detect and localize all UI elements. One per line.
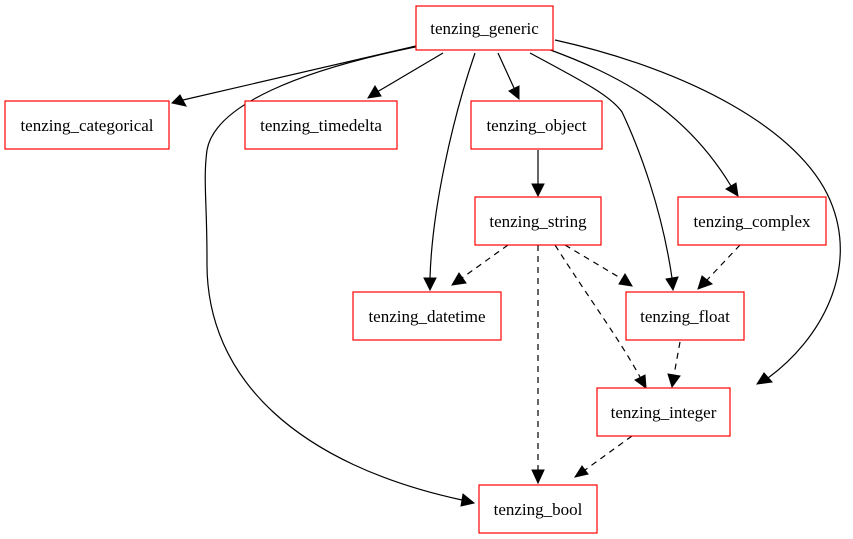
arrowhead xyxy=(634,374,647,390)
edge-generic-to-datetime xyxy=(423,52,476,292)
node-float: tenzing_float xyxy=(625,291,745,341)
node-label: tenzing_categorical xyxy=(20,116,153,135)
edge-generic-to-timedelta xyxy=(367,52,444,99)
arrowhead xyxy=(697,275,714,290)
node-generic: tenzing_generic xyxy=(415,5,554,51)
node-label: tenzing_generic xyxy=(430,19,539,38)
node-box xyxy=(625,291,745,341)
arrowhead xyxy=(170,94,187,107)
edge-line xyxy=(497,52,515,89)
edge-line xyxy=(529,52,673,279)
node-integer: tenzing_integer xyxy=(596,387,731,437)
node-box xyxy=(470,100,603,150)
arrowhead xyxy=(460,493,476,507)
edge-line xyxy=(584,435,633,471)
arrowhead xyxy=(573,465,589,478)
node-object: tenzing_object xyxy=(470,100,603,150)
node-string: tenzing_string xyxy=(474,196,602,246)
node-bool: tenzing_bool xyxy=(478,484,598,534)
node-label: tenzing_timedelta xyxy=(260,116,382,135)
edge-line xyxy=(564,244,623,280)
node-box xyxy=(415,5,554,51)
node-box xyxy=(677,196,827,246)
arrowhead xyxy=(531,183,545,198)
edge-generic-to-integer xyxy=(554,39,841,385)
node-label: tenzing_datetime xyxy=(368,307,485,326)
node-label: tenzing_bool xyxy=(494,500,583,519)
node-box xyxy=(352,291,502,341)
edge-line xyxy=(429,52,476,279)
arrowhead xyxy=(367,85,382,99)
node-box xyxy=(474,196,602,246)
node-label: tenzing_float xyxy=(640,307,730,326)
edge-line xyxy=(204,45,463,501)
arrowhead xyxy=(756,372,773,385)
edge-string-to-float xyxy=(564,244,633,287)
node-box xyxy=(478,484,598,534)
node-box xyxy=(596,387,731,437)
arrowhead xyxy=(451,272,467,286)
arrowhead xyxy=(423,277,437,292)
arrowhead xyxy=(508,85,520,101)
edge-float-to-integer xyxy=(667,341,681,389)
edge-line xyxy=(554,39,841,379)
edge-string-to-bool xyxy=(531,245,545,485)
edge-object-to-string xyxy=(531,150,545,198)
node-categorical: tenzing_categorical xyxy=(4,100,170,150)
edge-generic-to-object xyxy=(497,52,520,101)
arrowhead xyxy=(667,373,681,389)
node-box xyxy=(244,100,398,150)
node-label: tenzing_complex xyxy=(693,212,811,231)
arrowhead xyxy=(531,469,545,485)
edge-generic-to-complex xyxy=(544,47,739,197)
node-box xyxy=(4,100,170,150)
edge-line xyxy=(673,341,681,376)
arrowhead xyxy=(665,276,679,292)
arrowhead xyxy=(618,273,633,287)
node-label: tenzing_string xyxy=(489,212,587,231)
edge-line xyxy=(706,244,741,281)
edge-line xyxy=(461,244,509,279)
node-complex: tenzing_complex xyxy=(677,196,827,246)
edge-line xyxy=(544,47,732,187)
edge-line xyxy=(376,52,444,93)
node-label: tenzing_integer xyxy=(611,403,717,422)
edge-string-to-integer xyxy=(554,244,647,390)
node-label: tenzing_object xyxy=(486,116,586,135)
edge-generic-to-bool xyxy=(204,45,476,507)
edge-string-to-datetime xyxy=(451,244,509,286)
edge-complex-to-float xyxy=(697,244,741,290)
edge-integer-to-bool xyxy=(573,435,633,478)
edge-generic-to-float xyxy=(529,52,679,292)
node-datetime: tenzing_datetime xyxy=(352,291,502,341)
arrowhead xyxy=(725,182,739,197)
edges-layer xyxy=(170,39,841,507)
node-timedelta: tenzing_timedelta xyxy=(244,100,398,150)
